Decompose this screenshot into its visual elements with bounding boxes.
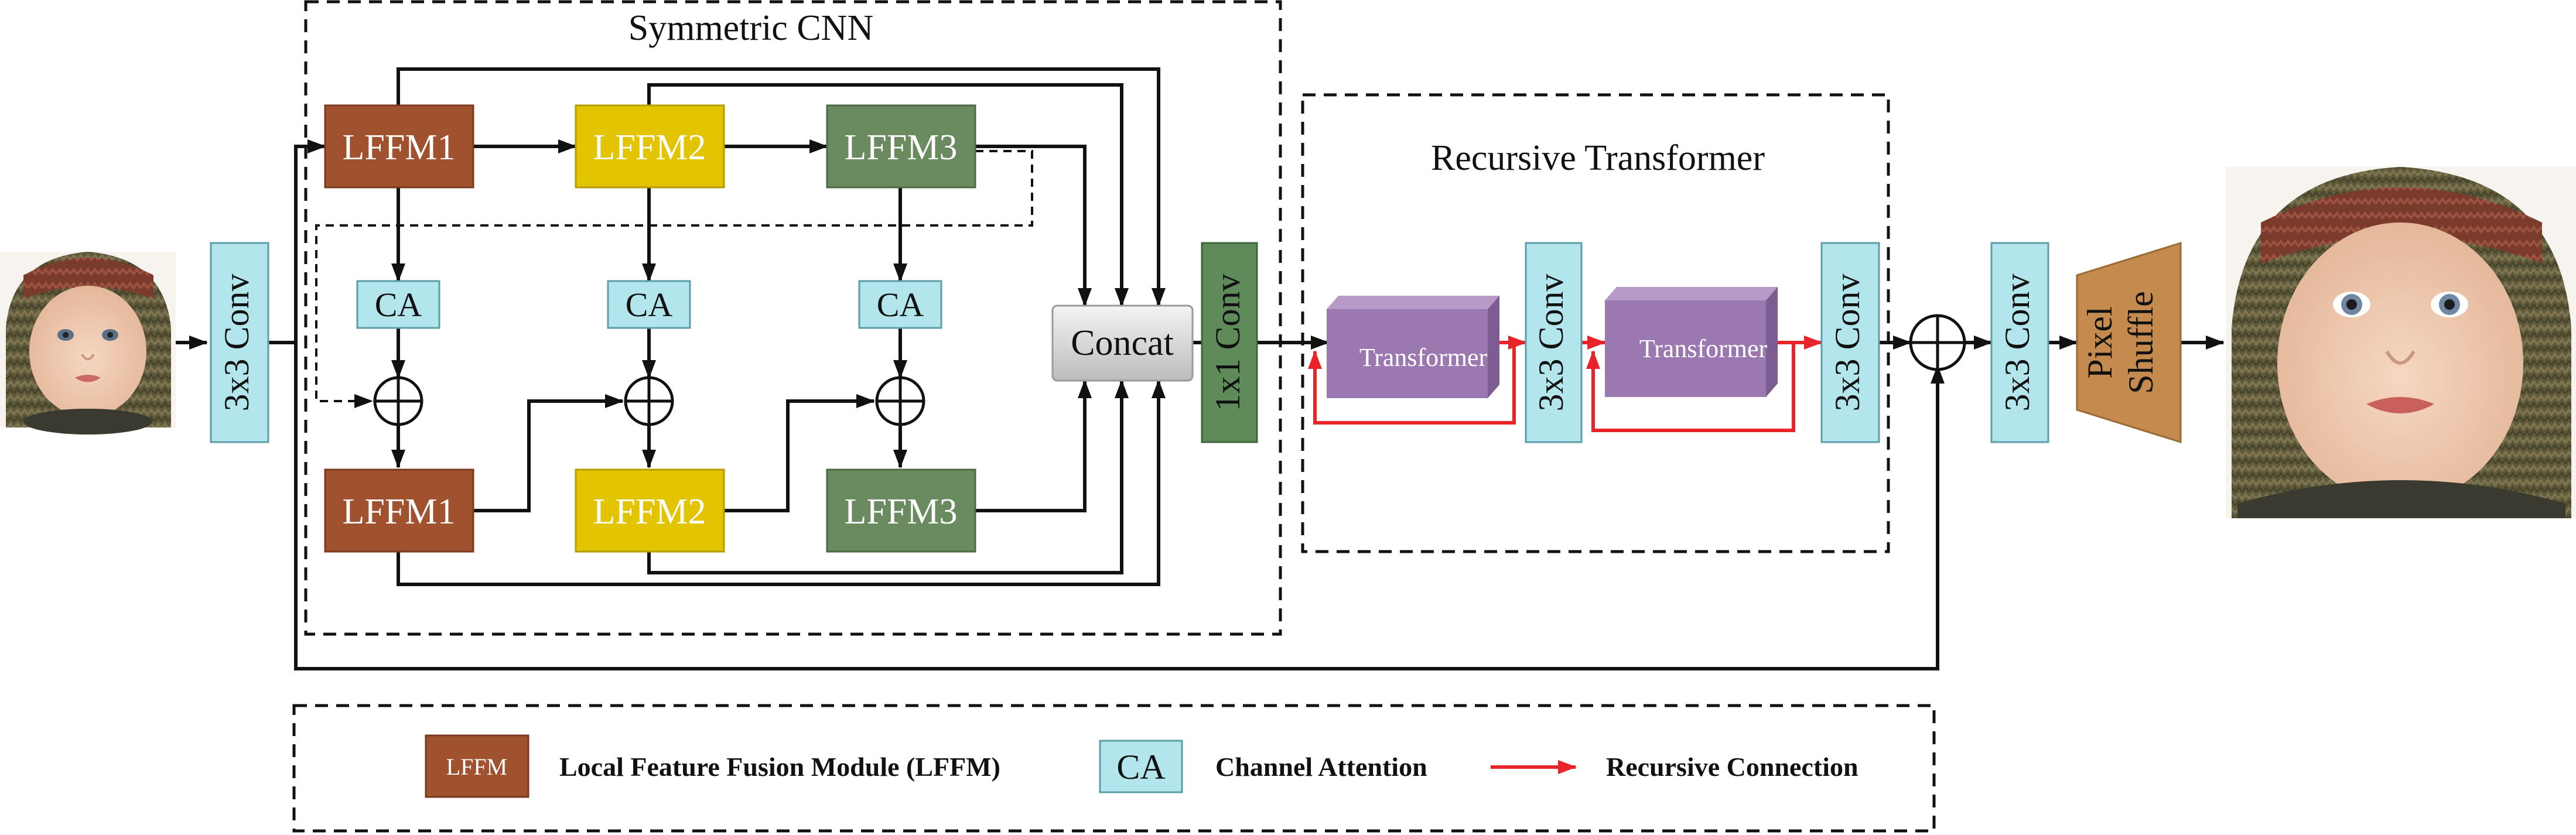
ca-block-2-label: CA — [626, 286, 673, 324]
pixel-shuffle-block: Pixel Shuffle — [2076, 241, 2182, 444]
mid-3x3-conv-label: 3x3 Conv — [1532, 273, 1570, 411]
recursive-transformer-title: Recursive Transformer — [1431, 138, 1765, 178]
transformer-block-1: Transformer — [1327, 296, 1499, 398]
output-image — [2226, 167, 2576, 518]
lffm3-bottom-label: LFFM3 — [845, 492, 958, 532]
concat-block: Concat — [1051, 304, 1194, 382]
connections — [176, 67, 2225, 670]
dashed-skip-connection — [315, 150, 1033, 408]
recursive-transformer-box — [1301, 93, 1890, 553]
lffm1-top: LFFM1 — [324, 104, 474, 189]
lffm3-top-label: LFFM3 — [845, 128, 958, 167]
legend-box — [292, 704, 1936, 833]
symmetric-cnn-title: Symmetric CNN — [628, 8, 873, 48]
lffm1-bottom: LFFM1 — [324, 468, 474, 553]
legend-lffm-swatch — [425, 734, 529, 798]
conv-1x1: 1x1 Conv — [1201, 242, 1258, 443]
legend-lffm-icon-label: LFFM — [446, 754, 508, 780]
legend-ca-swatch — [1099, 740, 1183, 793]
mid-3x3-conv: 3x3 Conv — [1525, 242, 1583, 443]
legend-ca-icon-label: CA — [1116, 748, 1165, 786]
ca-block-3-label: CA — [877, 286, 924, 324]
final-3x3-conv: 3x3 Conv — [1990, 242, 2049, 443]
ca-block-3: CA — [858, 280, 942, 329]
post-3x3-conv-label: 3x3 Conv — [1828, 273, 1867, 411]
legend-recursive: Recursive Connection — [1491, 752, 1858, 782]
lffm3-top: LFFM3 — [826, 104, 976, 189]
post-3x3-conv: 3x3 Conv — [1820, 242, 1880, 443]
transformer-block-2: Transformer — [1605, 287, 1778, 397]
legend-ca-text: Channel Attention — [1215, 752, 1427, 782]
transformer-2-label: Transformer — [1639, 334, 1768, 363]
lffm2-bottom: LFFM2 — [575, 468, 725, 553]
ca-block-1-label: CA — [375, 286, 422, 324]
pixel-shuffle-label-2: Shuffle — [2121, 291, 2160, 394]
recursive-connections — [1308, 336, 1823, 432]
final-3x3-conv-label: 3x3 Conv — [1998, 273, 2037, 411]
add-node-1 — [373, 376, 423, 426]
lffm3-bottom: LFFM3 — [826, 468, 976, 553]
conv-1x1-label: 1x1 Conv — [1208, 273, 1247, 411]
global-add-node — [1909, 314, 1966, 371]
ca-block-1: CA — [356, 280, 440, 329]
legend-lffm: LFFM Local Feature Fusion Module (LFFM) — [425, 734, 1000, 798]
lffm2-top: LFFM2 — [575, 104, 725, 189]
input-image — [0, 252, 176, 434]
concat-label: Concat — [1071, 323, 1174, 363]
symmetric-cnn-box — [304, 0, 1282, 636]
legend-recursive-text: Recursive Connection — [1606, 752, 1858, 782]
lffm1-bottom-label: LFFM1 — [343, 492, 456, 532]
transformer-1-label: Transformer — [1359, 343, 1488, 372]
add-node-2 — [624, 376, 674, 426]
input-3x3-conv-label: 3x3 Conv — [217, 273, 256, 411]
lffm2-bottom-label: LFFM2 — [593, 492, 706, 532]
ca-block-2: CA — [607, 280, 691, 329]
pixel-shuffle-label-1: Pixel — [2080, 306, 2119, 378]
legend-ca: CA Channel Attention — [1099, 740, 1427, 793]
add-node-3 — [875, 376, 925, 426]
input-3x3-conv: 3x3 Conv — [210, 242, 269, 443]
legend-lffm-text: Local Feature Fusion Module (LFFM) — [559, 752, 1000, 782]
lffm1-top-label: LFFM1 — [343, 128, 456, 167]
lffm2-top-label: LFFM2 — [593, 128, 706, 167]
